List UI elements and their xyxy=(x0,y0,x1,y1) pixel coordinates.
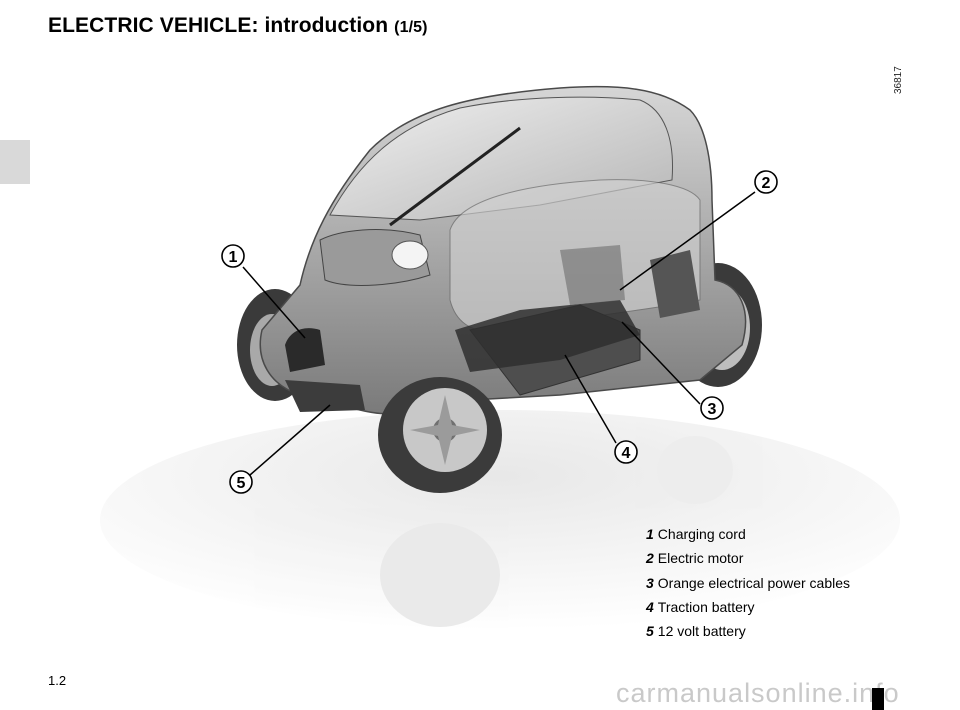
front-wheel xyxy=(378,377,502,493)
callout-2-leader xyxy=(619,191,756,291)
chapter-tab xyxy=(0,140,30,184)
page-title: ELECTRIC VEHICLE: introduction (1/5) xyxy=(48,14,428,38)
legend-item-number: 1 xyxy=(646,526,654,542)
legend-item-label: Electric motor xyxy=(657,550,744,567)
page-title-text: ELECTRIC VEHICLE: introduction xyxy=(48,14,389,37)
callout-1: 1 xyxy=(221,244,245,268)
callout-3: 3 xyxy=(700,396,724,420)
legend-item-label: Traction battery xyxy=(657,598,755,615)
section-fraction: (1/5) xyxy=(394,19,428,36)
floor-reflection xyxy=(100,410,900,630)
callout-1-number: 1 xyxy=(229,249,238,266)
legend-item-number: 4 xyxy=(646,598,654,615)
callout-5: 5 xyxy=(229,470,253,494)
legend-item-number: 3 xyxy=(646,574,654,591)
callout-3-leader xyxy=(621,321,701,405)
callout-4: 4 xyxy=(614,440,638,464)
callout-2: 2 xyxy=(754,170,778,194)
callout-1-leader xyxy=(242,266,306,339)
callout-4-number: 4 xyxy=(622,445,631,462)
site-watermark: carmanualsonline.info xyxy=(616,678,900,708)
legend-item-number: 5 xyxy=(646,623,654,640)
page-number: 1.2 xyxy=(48,673,67,688)
page-corner-mark xyxy=(872,688,884,710)
legend-item-label: Charging cord xyxy=(657,526,746,542)
legend-item-label: Orange electrical power cables xyxy=(657,574,851,591)
callout-3-number: 3 xyxy=(708,401,717,418)
callout-5-leader xyxy=(249,404,331,476)
car-body xyxy=(259,85,747,415)
callout-2-number: 2 xyxy=(762,175,771,192)
callout-5-number: 5 xyxy=(237,475,246,492)
callout-4-leader xyxy=(564,354,617,444)
legend-item-number: 2 xyxy=(646,550,654,567)
legend-item-label: 12 volt battery xyxy=(657,623,746,640)
